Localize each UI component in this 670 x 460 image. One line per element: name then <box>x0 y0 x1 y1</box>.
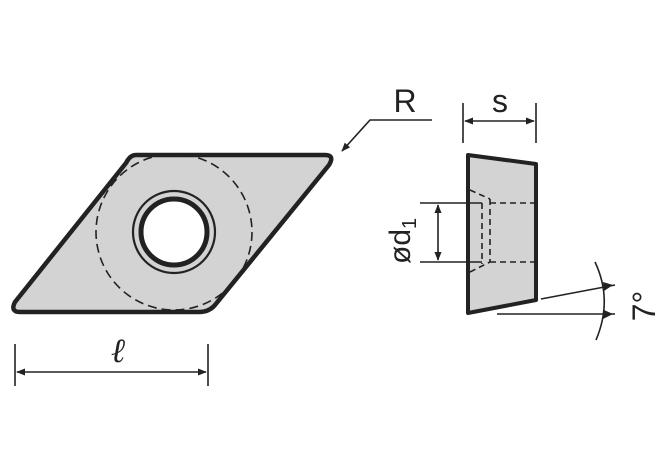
clearance-angle-dimension <box>497 261 616 341</box>
thickness-label: s <box>492 83 508 119</box>
hole-diameter-dimension <box>420 202 482 263</box>
radius-leader <box>341 119 432 152</box>
radius-label: R <box>393 83 416 119</box>
side-view-hidden-hole <box>469 189 534 273</box>
mounting-hole <box>138 196 210 268</box>
insert-top-view <box>11 152 334 315</box>
insert-hidden-circle <box>95 153 253 311</box>
length-label: ℓ <box>111 331 125 371</box>
thickness-dimension <box>462 103 537 143</box>
side-view-outline <box>466 153 538 315</box>
clearance-angle-label: 7° <box>626 291 662 322</box>
hole-diameter-label: ød1 <box>384 218 421 264</box>
insert-side-view <box>466 153 538 315</box>
length-dimension <box>14 344 209 386</box>
